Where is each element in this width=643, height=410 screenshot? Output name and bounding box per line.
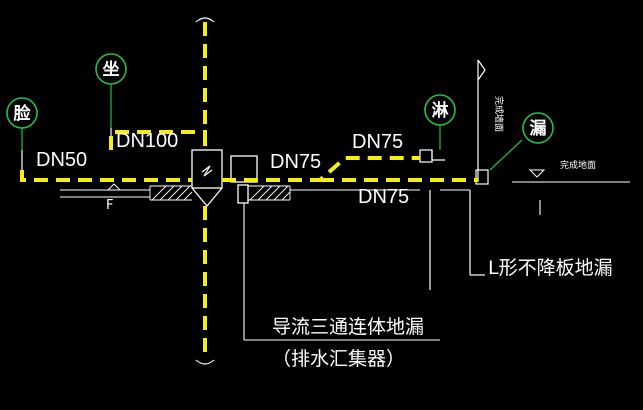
basin-pipe-size: DN50: [36, 149, 87, 171]
shower-label: 淋: [432, 100, 449, 121]
drain-branch-size: DN75: [358, 186, 409, 208]
stack-break-marks: [195, 17, 215, 365]
collector-label: （排水汇集器）: [272, 348, 405, 370]
fixture-marker-toilet: 坐: [95, 53, 127, 85]
toilet-pipe-size: DN100: [116, 130, 178, 152]
wall-section: [419, 59, 489, 290]
fixture-marker-floor-drain: 漏: [522, 112, 554, 144]
floor-slab-hatch: [149, 185, 291, 201]
basin-circle: [6, 97, 38, 129]
fixture-leaders: [21, 84, 523, 171]
f-mark: F: [106, 198, 113, 213]
no-drop-drain-label: L形不降板地漏: [488, 257, 613, 279]
callout-leaders: [243, 200, 541, 341]
toilet-label: 坐: [103, 60, 120, 80]
floor-finish-label: 完成地面: [560, 159, 596, 171]
fixture-marker-basin: 脸: [6, 97, 38, 129]
fixture-marker-shower: 淋: [424, 94, 456, 126]
basin-label: 脸: [14, 103, 32, 124]
shower-branch-size: DN75: [352, 131, 403, 153]
tee-drain-label: 导流三通连体地漏: [272, 316, 424, 338]
main-pipe-size: DN75: [270, 151, 321, 173]
floor-finish-marker: [528, 169, 546, 178]
level-marker: [106, 183, 122, 191]
drain-pipes: [20, 22, 478, 360]
floor-drain-label: 漏: [530, 119, 547, 139]
shower-circle: [424, 94, 456, 126]
floor-lines: [60, 181, 630, 198]
wall-finish-label: 完成墙面: [493, 96, 505, 132]
toilet-circle: [95, 53, 127, 85]
floor-drain-circle: [522, 112, 554, 144]
